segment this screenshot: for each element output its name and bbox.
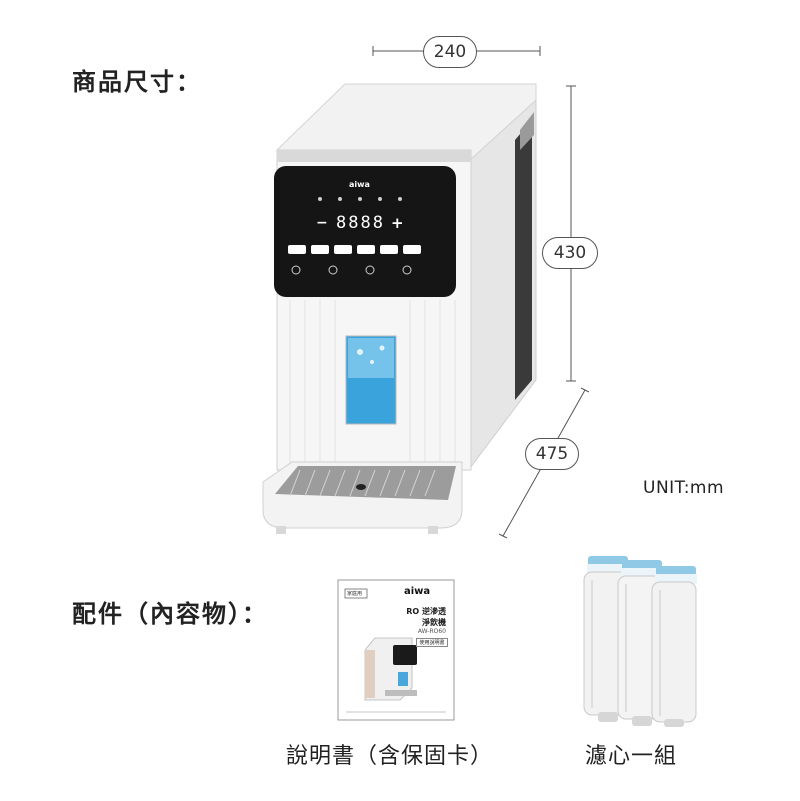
- filter-cartridge-3: [651, 566, 697, 727]
- unit-label: UNIT:mm: [643, 478, 725, 498]
- height-badge: 430: [542, 237, 598, 269]
- depth-badge: 475: [525, 438, 579, 470]
- accessories-heading: 配件（內容物）：: [72, 600, 268, 628]
- manual-label: 使用說明書: [416, 638, 448, 647]
- filter-caption: 濾心一組: [585, 744, 678, 769]
- panel-display: 8888: [336, 213, 385, 233]
- panel-plus: +: [391, 214, 404, 232]
- dimensions-heading: 商品尺寸：: [72, 68, 202, 96]
- manual-tag: 家庭用: [347, 591, 363, 597]
- manual-model: AW-RO60: [417, 628, 446, 635]
- manual-caption: 說明書（含保固卡）: [286, 744, 494, 769]
- manual-brand: aiwa: [404, 586, 431, 597]
- manual-title-line2: 淨飲機: [422, 618, 446, 627]
- panel-minus: −: [316, 215, 328, 231]
- filter-cartridges: [583, 556, 697, 727]
- width-badge: 240: [423, 36, 477, 68]
- manual-title-line1: RO 逆滲透: [406, 607, 446, 616]
- panel-brand: aiwa: [349, 180, 370, 189]
